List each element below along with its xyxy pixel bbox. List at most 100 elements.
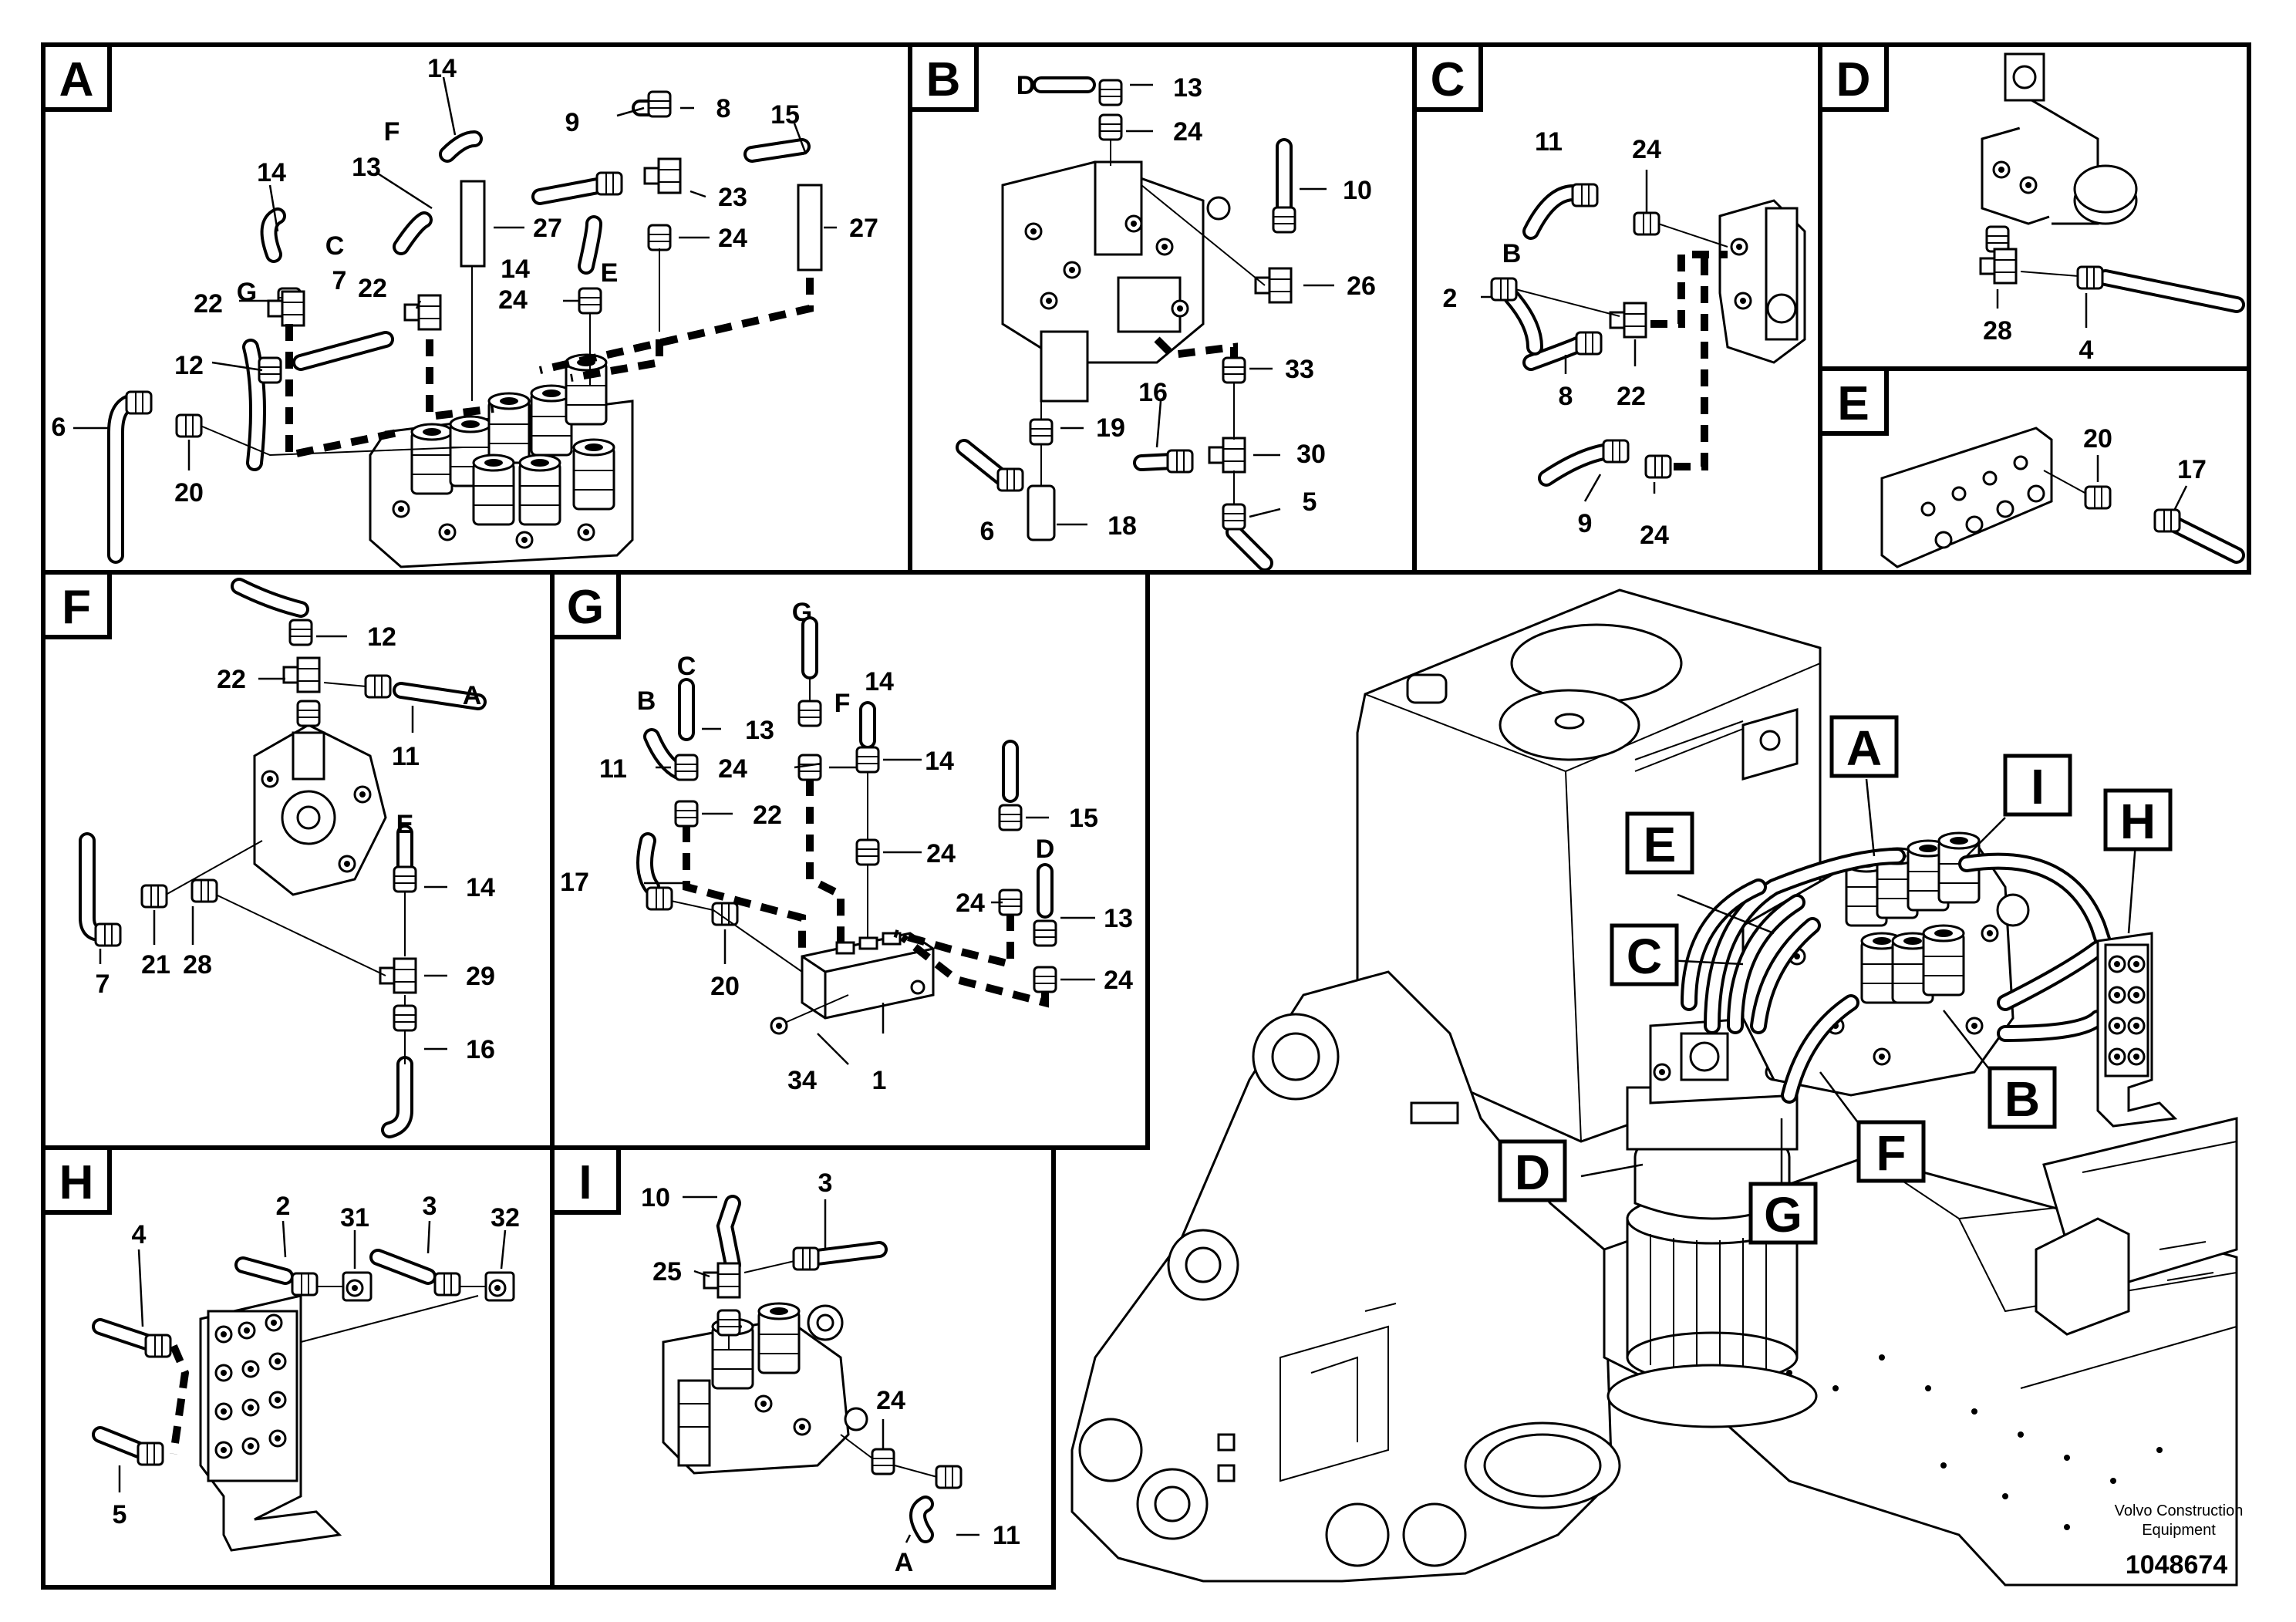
label-a-7: 7 xyxy=(332,266,347,295)
label-c-22: 22 xyxy=(1617,382,1646,411)
label-g-13b: 13 xyxy=(1104,904,1133,933)
callout-d: D xyxy=(1515,1145,1550,1200)
motor-d xyxy=(1981,52,2138,225)
panel-i: I 1 xyxy=(550,1145,1056,1590)
label-a-22b: 22 xyxy=(358,274,387,303)
label-g-d: D xyxy=(1036,835,1055,864)
label-h-5: 5 xyxy=(113,1500,127,1529)
label-f-14: 14 xyxy=(466,873,495,902)
label-g-15: 15 xyxy=(1069,804,1098,833)
label-a-27b: 27 xyxy=(849,214,878,243)
label-b-19: 19 xyxy=(1096,413,1125,443)
document-number: 1048674 xyxy=(2126,1550,2227,1580)
label-c-24b: 24 xyxy=(1640,521,1669,550)
label-g-14b: 14 xyxy=(925,747,954,776)
callout-h: H xyxy=(2120,794,2156,849)
label-g-13a: 13 xyxy=(745,716,774,745)
hydraulic-tank xyxy=(1356,588,1822,1143)
label-c-11: 11 xyxy=(1535,127,1563,157)
label-b-26: 26 xyxy=(1347,271,1376,301)
panel-h: H xyxy=(41,1145,555,1590)
label-h-4: 4 xyxy=(132,1220,147,1249)
panel-f-letter: F xyxy=(62,581,91,634)
manifold-block-g xyxy=(801,932,935,1020)
label-c-2: 2 xyxy=(1443,284,1458,313)
label-g-22: 22 xyxy=(753,801,782,830)
panel-h-letter: H xyxy=(59,1156,94,1209)
label-e-17: 17 xyxy=(2177,455,2207,484)
callout-c: C xyxy=(1627,929,1662,984)
hose-bundle xyxy=(1681,848,2122,1104)
label-a-14a: 14 xyxy=(427,54,457,83)
label-g-20: 20 xyxy=(710,972,740,1001)
valve-c xyxy=(1718,199,1806,364)
label-a-14c: 14 xyxy=(501,255,530,284)
panel-b: B xyxy=(908,42,1417,575)
label-c-9: 9 xyxy=(1578,509,1593,538)
valve-i xyxy=(662,1302,868,1475)
company-name-line1: Volvo Construction xyxy=(2115,1502,2244,1519)
label-g-c: C xyxy=(677,652,696,681)
label-a-23: 23 xyxy=(718,183,747,212)
label-g-34: 34 xyxy=(787,1066,817,1095)
label-g-17: 17 xyxy=(560,868,589,897)
label-b-24: 24 xyxy=(1173,117,1202,147)
label-h-2: 2 xyxy=(276,1192,291,1221)
label-i-a: A xyxy=(895,1548,914,1577)
label-g-24a: 24 xyxy=(718,754,747,784)
label-b-10: 10 xyxy=(1343,176,1372,205)
label-a-15: 15 xyxy=(770,100,800,130)
label-a-c: C xyxy=(325,231,345,261)
label-b-16: 16 xyxy=(1138,378,1168,407)
label-b-5: 5 xyxy=(1303,487,1317,517)
label-f-29: 29 xyxy=(466,962,495,991)
label-c-8: 8 xyxy=(1559,382,1573,411)
label-e-20: 20 xyxy=(2083,424,2112,454)
label-a-8: 8 xyxy=(716,94,731,123)
label-b-33: 33 xyxy=(1285,355,1314,384)
callout-e: E xyxy=(1644,817,1677,872)
label-b-d: D xyxy=(1017,71,1036,100)
panel-b-letter: B xyxy=(926,53,961,106)
label-g-14a: 14 xyxy=(865,667,894,696)
label-b-30: 30 xyxy=(1296,440,1326,469)
label-i-11: 11 xyxy=(993,1521,1020,1550)
label-g-g: G xyxy=(792,598,812,627)
panel-d: D 28 4 xyxy=(1818,42,2251,371)
label-d-4: 4 xyxy=(2079,336,2094,365)
panel-a: A xyxy=(41,42,912,575)
label-h-32: 32 xyxy=(491,1203,520,1233)
panel-d-letter: D xyxy=(1836,53,1871,106)
label-a-12: 12 xyxy=(174,351,204,380)
plate-e xyxy=(1880,427,2053,568)
panel-e-letter: E xyxy=(1837,377,1869,430)
panel-g: G xyxy=(550,570,1150,1150)
label-a-13: 13 xyxy=(352,153,381,182)
label-a-e: E xyxy=(601,258,619,288)
panel-f: F xyxy=(41,570,555,1150)
label-f-28: 28 xyxy=(183,950,212,980)
label-a-14b: 14 xyxy=(257,158,286,187)
label-f-12: 12 xyxy=(367,622,396,652)
panel-e: E 20 17 xyxy=(1818,366,2251,575)
valve-block-a xyxy=(369,353,634,568)
label-f-16: 16 xyxy=(466,1035,495,1064)
label-h-31: 31 xyxy=(340,1203,369,1233)
label-h-3: 3 xyxy=(423,1192,437,1221)
callout-b: B xyxy=(2004,1071,2040,1127)
label-f-21: 21 xyxy=(141,950,170,980)
label-c-b: B xyxy=(1502,239,1522,268)
label-a-24a: 24 xyxy=(498,285,528,315)
company-name-line2: Equipment xyxy=(2142,1522,2216,1539)
label-g-24d: 24 xyxy=(1104,966,1133,995)
panel-g-letter: G xyxy=(567,581,604,634)
label-a-f: F xyxy=(384,117,400,147)
label-g-24c: 24 xyxy=(956,889,985,918)
label-a-22a: 22 xyxy=(194,289,223,319)
panel-i-letter: I xyxy=(578,1156,592,1209)
label-f-e: E xyxy=(396,810,414,839)
callout-f: F xyxy=(1876,1125,1906,1181)
label-d-28: 28 xyxy=(1983,316,2012,346)
label-a-g: G xyxy=(237,278,257,307)
